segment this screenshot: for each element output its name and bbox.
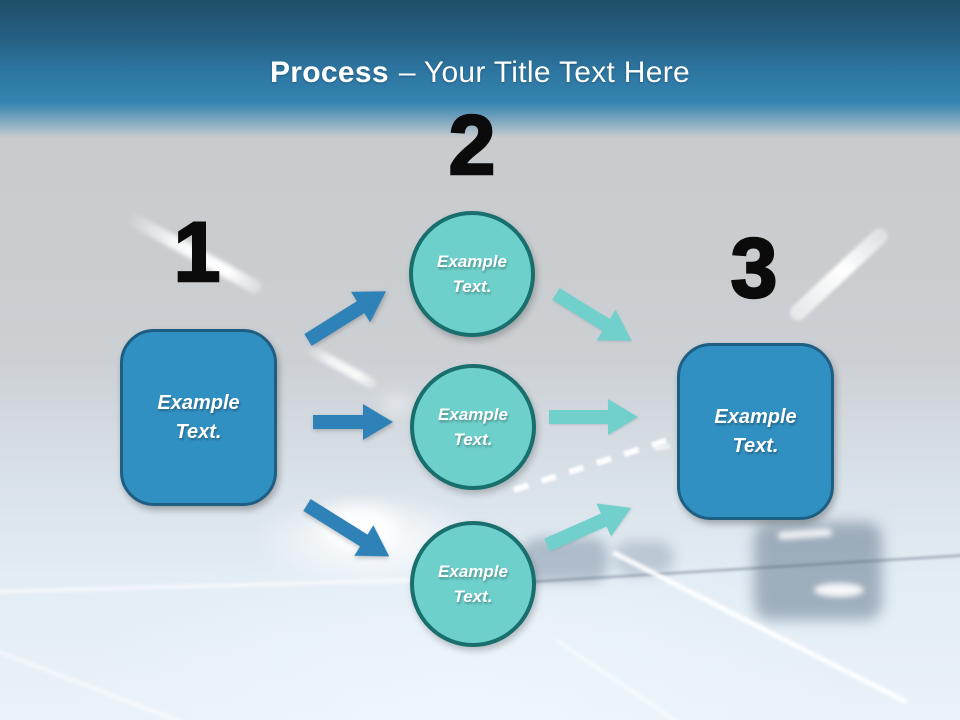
process-box-left: Example Text.: [120, 329, 277, 506]
label-line: Example: [157, 391, 240, 414]
arrow-up-right-icon: [304, 291, 387, 346]
arrow-right-icon: [549, 399, 638, 435]
light-glow-icon: [384, 398, 410, 410]
title-keyword: Process: [269, 56, 389, 89]
step-number-3: 3: [729, 221, 778, 315]
label-line: Text.: [732, 434, 779, 457]
step-number-2: 2: [447, 98, 496, 192]
label-line: Example: [714, 405, 797, 428]
arrow-up-right-icon: [544, 503, 632, 552]
label-line: Example: [438, 405, 508, 424]
process-box-left-label: Example Text.: [157, 389, 239, 447]
label-line: Example: [437, 252, 507, 271]
process-circle-top-label: Example Text.: [437, 249, 507, 299]
lane-line: [554, 638, 682, 720]
car-highlight-icon: [814, 583, 864, 597]
process-circle-bottom-label: Example Text.: [438, 559, 508, 609]
lane-line: [0, 648, 182, 720]
process-circle-middle-label: Example Text.: [438, 402, 508, 452]
process-box-right-label: Example Text.: [714, 403, 796, 461]
title-bar: Process – Your Title Text Here: [0, 0, 960, 140]
title-subtitle: – Your Title Text Here: [398, 56, 691, 89]
blurred-car-icon: [522, 538, 608, 582]
label-line: Example: [438, 562, 508, 581]
process-circle-middle: Example Text.: [410, 364, 536, 490]
arrow-down-right-icon: [303, 499, 390, 557]
process-circle-bottom: Example Text.: [410, 521, 536, 647]
blurred-car-icon: [754, 522, 882, 620]
label-line: Text.: [452, 277, 492, 296]
process-circle-top: Example Text.: [409, 211, 535, 337]
step-number-1: 1: [172, 205, 221, 299]
arrow-right-icon: [313, 404, 393, 440]
label-line: Text.: [453, 430, 493, 449]
arrow-down-right-icon: [552, 288, 632, 341]
label-line: Text.: [453, 587, 493, 606]
label-line: Text.: [175, 420, 222, 443]
slide-title: Process – Your Title Text Here: [0, 54, 960, 92]
process-box-right: Example Text.: [677, 343, 834, 520]
